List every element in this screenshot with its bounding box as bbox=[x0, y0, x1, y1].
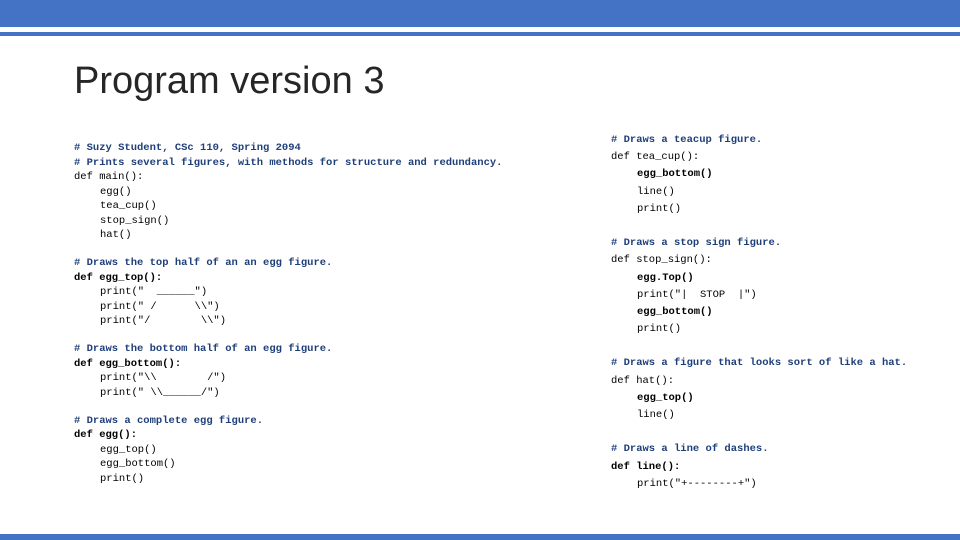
code-line: line() bbox=[637, 185, 675, 198]
slide-title: Program version 3 bbox=[74, 60, 385, 102]
code-spacer bbox=[611, 338, 907, 355]
code-comment: # Draws a figure that looks sort of like… bbox=[611, 357, 908, 370]
code-line: egg_top() bbox=[637, 391, 694, 404]
code-line: egg_top() bbox=[100, 443, 157, 456]
top-accent-bar bbox=[0, 0, 960, 27]
left-code-block: # Suzy Student, CSc 110, Spring 2094 # P… bbox=[74, 141, 502, 486]
code-line: def tea_cup(): bbox=[611, 151, 700, 164]
code-line: tea_cup() bbox=[100, 200, 157, 212]
code-line: print("| STOP |") bbox=[637, 288, 757, 301]
code-line: print("+--------+") bbox=[637, 477, 757, 490]
code-line: print(" \\______/") bbox=[100, 386, 220, 399]
code-line: def stop_sign(): bbox=[611, 254, 712, 267]
code-line: egg_bottom() bbox=[637, 168, 713, 181]
code-line: def hat(): bbox=[611, 374, 675, 387]
code-line: print("/ \\") bbox=[100, 315, 227, 327]
code-spacer bbox=[74, 400, 502, 414]
code-comment: # Suzy Student, CSc 110, Spring 2094 bbox=[74, 142, 301, 154]
code-line: print() bbox=[637, 202, 682, 215]
code-line: egg() bbox=[100, 185, 132, 198]
code-line: egg_bottom() bbox=[637, 305, 713, 318]
code-line: print() bbox=[637, 323, 682, 336]
code-spacer bbox=[611, 424, 907, 441]
code-line: stop_sign() bbox=[100, 214, 170, 227]
code-line: print() bbox=[100, 472, 145, 485]
code-comment: # Prints several figures, with methods f… bbox=[74, 156, 503, 169]
code-line: def line(): bbox=[611, 460, 681, 473]
code-spacer bbox=[74, 329, 502, 343]
bottom-accent-bar bbox=[0, 534, 960, 540]
code-comment: # Draws a complete egg figure. bbox=[74, 414, 264, 427]
code-line: print(" / \\") bbox=[100, 300, 220, 313]
code-line: egg_bottom() bbox=[100, 458, 176, 470]
code-line: hat() bbox=[100, 229, 132, 241]
code-spacer bbox=[74, 243, 502, 257]
code-comment: # Draws the bottom half of an egg figure… bbox=[74, 343, 333, 355]
code-line: def egg_bottom(): bbox=[74, 357, 182, 370]
code-comment: # Draws a stop sign figure. bbox=[611, 237, 782, 250]
code-line: def main(): bbox=[74, 171, 144, 183]
code-line: egg.Top() bbox=[637, 271, 694, 284]
code-line: def egg(): bbox=[74, 429, 138, 441]
code-line: print(" ______") bbox=[100, 286, 208, 298]
code-line: def egg_top(): bbox=[74, 271, 163, 284]
right-code-block: # Draws a teacup figure. def tea_cup(): … bbox=[611, 132, 907, 493]
code-comment: # Draws the top half of an an egg figure… bbox=[74, 257, 333, 269]
code-comment: # Draws a line of dashes. bbox=[611, 443, 769, 456]
code-line: print("\\ /") bbox=[100, 372, 227, 384]
code-spacer bbox=[611, 218, 907, 235]
code-line: line() bbox=[637, 409, 675, 421]
top-accent-line bbox=[0, 32, 960, 36]
code-comment: # Draws a teacup figure. bbox=[611, 134, 763, 146]
